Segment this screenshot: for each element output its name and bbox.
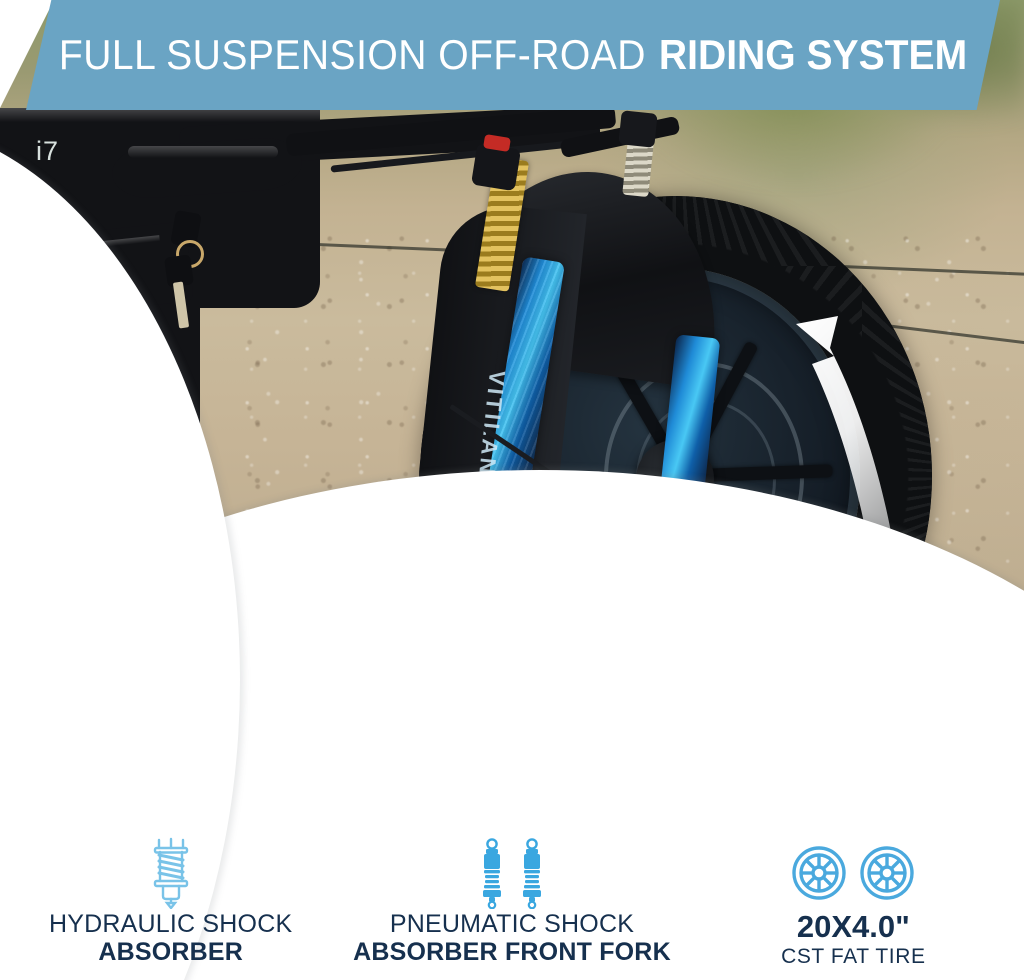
feature-line-2: ABSORBER FRONT FORK [353,938,671,966]
header-banner: FULL SUSPENSION OFF-ROAD RIDING SYSTEM [26,0,1000,110]
fork-top-cap-right [618,110,658,148]
pneumatic-shock-icon [482,838,501,909]
feature-pneumatic-shock: PNEUMATIC SHOCK ABSORBER FRONT FORK [341,836,682,966]
feature-label: PNEUMATIC SHOCK ABSORBER FRONT FORK [353,910,671,966]
hydraulic-coilover-shock-icon [153,837,188,909]
feature-line-2: CST FAT TIRE [781,944,926,968]
rotation-arrow-overlay [742,286,932,586]
feature-icon-wrap [479,836,545,910]
banner-title-bold: RIDING SYSTEM [658,31,968,78]
feature-line-2: ABSORBER [98,938,243,966]
feature-icon-wrap [790,836,916,910]
feature-icon-wrap [144,836,198,910]
fat-tire-wheel-icon [792,846,847,900]
frame-model-label: i7 [36,136,60,166]
feature-label: HYDRAULIC SHOCK ABSORBER [49,910,292,966]
feature-row: HYDRAULIC SHOCK ABSORBER [0,836,1024,980]
feature-label: 20X4.0" CST FAT TIRE [781,909,926,968]
frame-highlight [0,108,320,122]
feature-line-1: PNEUMATIC SHOCK [389,910,635,938]
banner-title: FULL SUSPENSION OFF-ROAD RIDING SYSTEM [58,0,968,110]
pneumatic-shock-icon [522,838,541,909]
banner-title-light: FULL SUSPENSION OFF-ROAD [58,31,646,78]
feature-line-1: HYDRAULIC SHOCK [49,910,293,938]
feature-hydraulic-shock: HYDRAULIC SHOCK ABSORBER [0,836,341,966]
fat-tire-wheel-icon [860,846,915,900]
white-rotation-arrow-icon [796,316,898,578]
saddle-highlight [128,146,278,158]
feature-line-1: 20X4.0" [796,909,910,944]
feature-fat-tire: 20X4.0" CST FAT TIRE [683,836,1024,968]
